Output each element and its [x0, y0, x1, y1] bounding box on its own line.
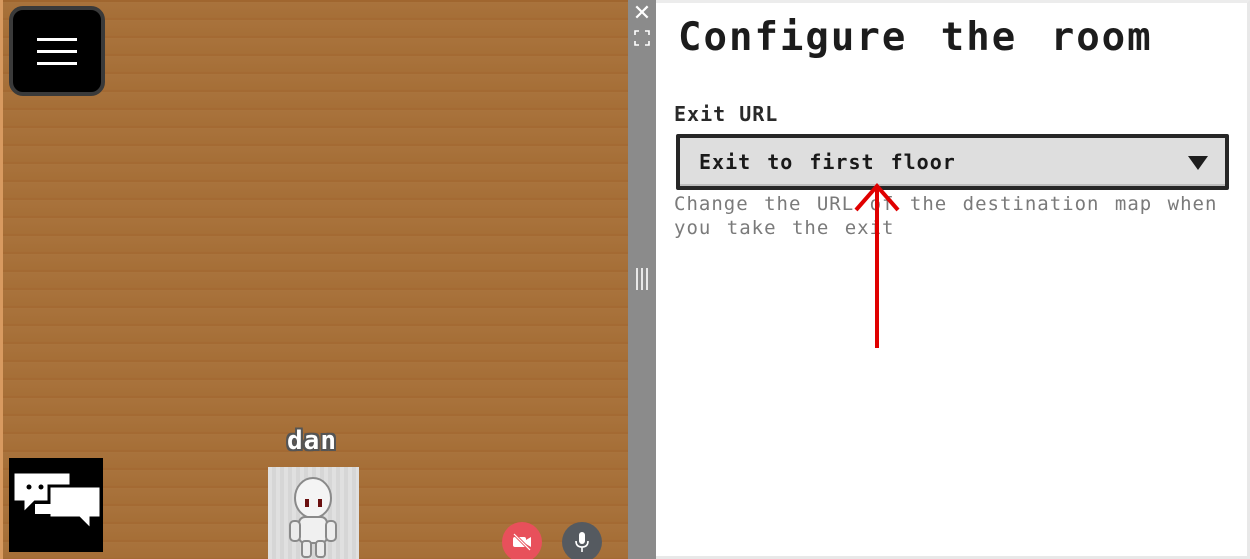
- resize-grip-icon[interactable]: [633, 266, 651, 292]
- close-panel-button[interactable]: ✕: [632, 1, 652, 26]
- exit-url-select[interactable]: Exit to first floor: [676, 134, 1229, 190]
- microphone-toggle-button[interactable]: [562, 522, 602, 559]
- avatar-sprite: [289, 477, 337, 558]
- chat-bubbles-icon: [11, 470, 103, 534]
- hamburger-icon: [37, 37, 77, 41]
- exit-url-label: Exit URL: [674, 102, 779, 126]
- wood-floor: [0, 0, 628, 559]
- main-menu-button[interactable]: [9, 6, 105, 96]
- map-edge: [0, 0, 3, 559]
- panel-divider[interactable]: ✕: [628, 0, 656, 559]
- exit-url-help-text: Change the URL of the destination map wh…: [674, 193, 1218, 239]
- exit-url-selected-value: Exit to first floor: [699, 150, 956, 174]
- chat-button[interactable]: [9, 458, 103, 552]
- player-avatar[interactable]: [268, 467, 359, 559]
- game-map[interactable]: dan: [0, 0, 628, 559]
- panel-title: Configure the room: [678, 15, 1153, 60]
- fullscreen-icon[interactable]: [634, 30, 650, 46]
- room-config-panel: Configure the room Exit URL Exit to firs…: [656, 0, 1250, 559]
- camera-off-icon: [512, 533, 532, 551]
- microphone-icon: [575, 532, 589, 552]
- chevron-down-icon: [1188, 156, 1208, 170]
- player-name-label: dan: [287, 426, 337, 456]
- camera-toggle-button[interactable]: [502, 522, 542, 559]
